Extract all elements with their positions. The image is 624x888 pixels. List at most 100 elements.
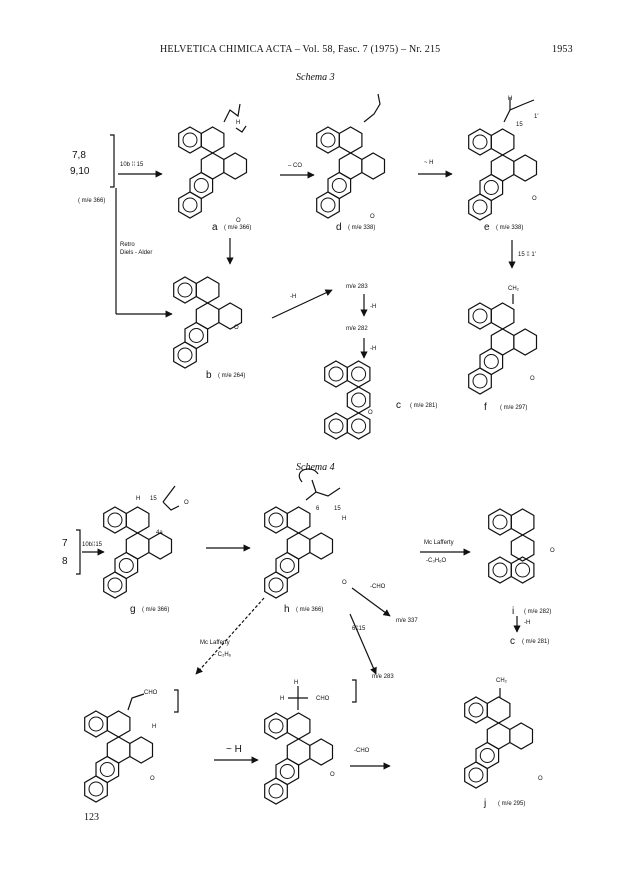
s4-j-ch2: CH₂ — [496, 678, 507, 684]
s3-arrow-283 — [360, 294, 368, 317]
s3-a-letter: a — [212, 222, 218, 233]
s4-k-cho: CHO — [144, 690, 158, 696]
s4-arrow-h337 — [351, 587, 391, 617]
s4-minus-cho-bottom: -CHO — [354, 748, 370, 754]
s3-arrow-de — [418, 170, 453, 178]
s3-e-o: O — [532, 196, 537, 202]
s4-c-mass: ( m/e 281) — [522, 639, 550, 645]
structure-f — [470, 294, 560, 410]
s3-f-ch2: CH₂ — [508, 286, 519, 292]
s3-f-letter: f — [484, 402, 487, 413]
s3-arrow-a-label: 10b ⁞⁞ 15 — [120, 162, 144, 168]
s4-h-shift: ~ H — [226, 744, 242, 755]
s4-l-h-left: H — [280, 696, 285, 702]
s4-k-o: O — [150, 776, 155, 782]
structure-j — [462, 688, 562, 810]
s3-d-o: O — [370, 214, 375, 220]
s3-c-letter: c — [396, 400, 401, 411]
s4-i-o: O — [550, 548, 555, 554]
structure-h — [262, 468, 341, 600]
scheme-3-title: Schema 3 — [296, 72, 335, 83]
s3-arrow-b — [271, 289, 333, 319]
s4-g-h: H — [136, 496, 141, 502]
s4-g-letter: g — [130, 604, 136, 615]
structure-e — [470, 98, 560, 222]
s3-arrow-b-label: -H — [290, 294, 297, 300]
s4-mcl-left-bottom: - C₂H₆ — [214, 652, 232, 658]
s4-cleave-label: 6⁞⁞15 — [352, 626, 366, 632]
s4-arrow-ic — [513, 616, 521, 633]
s4-g-o: O — [184, 500, 189, 506]
s3-arrow-282 — [360, 338, 368, 359]
s4-mcl-right-top: Mc Lafferty — [424, 540, 454, 546]
s3-e-letter: e — [484, 222, 490, 233]
s3-b-o: O — [234, 325, 239, 331]
s3-b-letter: b — [206, 370, 212, 381]
s3-e-h: H — [508, 96, 513, 102]
s3-ions-top: 7,8 — [72, 150, 86, 161]
s3-f-mass: ( m/e 297) — [500, 405, 528, 411]
s3-c-o: O — [368, 410, 373, 416]
s3-e-mass: ( m/e 338) — [496, 225, 524, 231]
s3-me282-h: -H — [370, 346, 377, 352]
s4-mcl-left-top: Mc Lafferty — [200, 640, 230, 646]
s4-me337: m/e 337 — [396, 618, 418, 624]
s4-i-mass: ( m/e 282) — [524, 609, 552, 615]
s4-arrow-hi — [420, 548, 471, 556]
s3-retro-path — [115, 188, 234, 318]
s4-g-4a: 4a — [156, 530, 163, 536]
s4-arrow-shift — [214, 756, 259, 764]
scheme-4-title: Schema 4 — [296, 462, 335, 473]
s4-c-letter: c — [510, 636, 515, 647]
s3-retro-bottom: Diels - Alder — [120, 250, 153, 256]
s3-b-mass: ( m/e 264) — [218, 373, 246, 379]
s4-j-letter: j — [484, 798, 487, 809]
s3-e-15: 15 — [516, 122, 523, 128]
s4-h-15: 15 — [334, 506, 341, 512]
structure-c — [324, 360, 371, 440]
s4-ions-bottom: 8 — [62, 556, 68, 567]
structure-l — [262, 679, 357, 816]
s4-l-o: O — [330, 772, 335, 778]
s3-retro-top: Retro — [120, 242, 135, 248]
s4-ions-top: 7 — [62, 538, 68, 549]
s4-arrow-left — [195, 597, 265, 675]
s4-j-o: O — [538, 776, 543, 782]
s4-mcl-right-bottom: -C₃H₆O — [426, 558, 447, 564]
running-header: HELVETICA CHIMICA ACTA – Vol. 58, Fasc. … — [160, 44, 441, 55]
s3-arrow-f-label: 15 ⁞⁞ 1' — [518, 252, 536, 258]
s3-c-mass: ( m/e 281) — [410, 403, 438, 409]
structure-a — [180, 103, 270, 230]
s4-h-o: O — [342, 580, 347, 586]
s3-ions-bottom: 9,10 — [70, 166, 90, 177]
s3-a-o: O — [236, 218, 241, 224]
s4-g-15: 15 — [150, 496, 157, 502]
structure-i — [488, 508, 535, 584]
s4-bracket — [76, 529, 105, 575]
structure-g — [105, 485, 180, 608]
s4-minus-cho: -CHO — [370, 584, 386, 590]
s3-bracket — [110, 134, 115, 188]
s4-k-h: H — [152, 724, 157, 730]
s3-me283-h: -H — [370, 304, 377, 310]
s3-arrow-ad — [280, 171, 315, 179]
s3-arrow-d-label: – CO — [288, 163, 303, 169]
structure-d — [318, 93, 408, 220]
s4-l-cho: CHO — [316, 696, 330, 702]
structure-k — [82, 689, 179, 818]
s4-arrow-g-label: 10b⁞⁞15 — [82, 542, 103, 548]
s3-ions-mass: ( m/e 366) — [78, 198, 106, 204]
page-number: 1953 — [552, 44, 573, 55]
s3-f-o: O — [530, 376, 535, 382]
s3-a-h: H — [236, 120, 241, 126]
s4-i-h: -H — [524, 620, 531, 626]
s4-arrow-gh — [206, 544, 251, 552]
s4-h-h: H — [342, 516, 347, 522]
s4-l-h-top: H — [294, 680, 299, 686]
s3-d-letter: d — [336, 222, 342, 233]
s3-me282: m/e 282 — [346, 326, 368, 332]
s4-h-6: 6 — [316, 506, 320, 512]
s3-d-mass: ( m/e 338) — [348, 225, 376, 231]
folio: 123 — [84, 812, 99, 823]
